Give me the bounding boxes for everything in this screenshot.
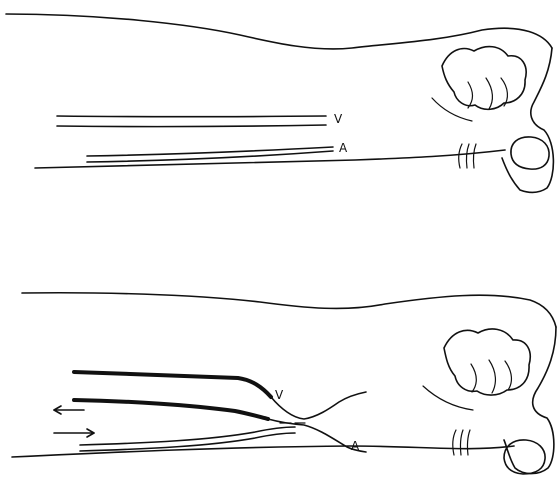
bottom-forearm-upper-contour [22, 293, 556, 327]
bottom-arm-figure: V A [12, 293, 556, 474]
bottom-fist-fold-1 [471, 364, 476, 392]
bottom-anastomosis-upper-branch [271, 392, 366, 419]
top-hand-outline [502, 48, 553, 192]
top-forearm-upper-contour [6, 14, 552, 49]
top-thumb-line [432, 98, 472, 121]
bottom-flow-arrow-right [54, 429, 94, 437]
bottom-fist-knuckles [444, 329, 530, 395]
bottom-fist-fold-2 [489, 360, 495, 393]
bottom-hand-outline [504, 327, 556, 474]
bottom-vein-lower-thick [74, 400, 268, 419]
top-thumb-nail [511, 137, 549, 169]
bottom-wrist-crease-2 [460, 430, 463, 455]
top-arm-figure: V A [6, 14, 553, 192]
top-vein-label: V [334, 112, 343, 126]
bottom-wrist-crease-1 [453, 430, 456, 455]
top-wrist-crease-3 [473, 144, 476, 168]
top-artery-upper [87, 147, 333, 156]
top-vein-lower [57, 125, 326, 127]
top-artery-label: A [339, 141, 348, 155]
top-fist-fold-3 [501, 78, 507, 106]
bottom-vein-label: V [275, 388, 284, 402]
bottom-vein-upper-thick [74, 372, 271, 397]
top-vein-upper [57, 116, 326, 117]
top-fist-fold-1 [468, 82, 473, 108]
bottom-artery-label: A [351, 439, 360, 453]
bottom-artery-lower [80, 433, 295, 451]
top-wrist-crease-2 [466, 144, 469, 168]
bottom-wrist-crease-3 [467, 430, 470, 455]
top-fist-knuckles [442, 47, 526, 110]
bottom-flow-arrow-left [54, 406, 84, 414]
top-wrist-crease-1 [459, 144, 462, 168]
top-fist-fold-2 [486, 78, 492, 109]
top-forearm-lower-contour [35, 150, 505, 168]
bottom-fist-fold-3 [505, 361, 511, 390]
